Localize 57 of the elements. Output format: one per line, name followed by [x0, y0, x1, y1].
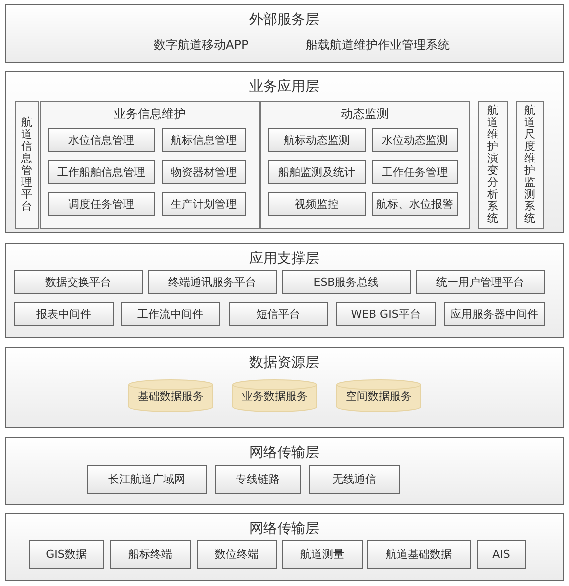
module-box: 船舶监测及统计	[268, 160, 366, 184]
module-box: 航道基础数据	[367, 540, 471, 569]
module-box: 专线链路	[215, 465, 301, 494]
layer-panel	[5, 347, 564, 428]
module-box: 无线通信	[309, 465, 400, 494]
system-panel	[478, 101, 508, 229]
module-box: 视频监控	[268, 192, 366, 216]
module-box: 生产计划管理	[162, 192, 246, 216]
system-panel	[15, 101, 39, 229]
layer-panel	[5, 4, 564, 63]
module-box: GIS数据	[29, 540, 104, 569]
module-box: 航道测量	[282, 540, 363, 569]
layer-title: 数据资源层	[250, 354, 320, 372]
service-label: 船载航道维护作业管理系统	[306, 37, 450, 54]
cylinder-label: 空间数据服务	[346, 388, 412, 404]
layer-panel	[5, 437, 564, 505]
cylinder-label: 基础数据服务	[138, 388, 204, 404]
layer-title: 外部服务层	[250, 11, 320, 29]
module-box: 报表中间件	[14, 302, 114, 326]
module-box: 水位动态监测	[372, 128, 458, 152]
module-box: ESB服务总线	[282, 270, 411, 294]
module-box: 长江航道广域网	[87, 465, 207, 494]
module-box: 终端通讯服务平台	[148, 270, 277, 294]
layer-panel	[5, 243, 564, 338]
module-box: 工作流中间件	[121, 302, 220, 326]
module-box: 水位信息管理	[48, 128, 155, 152]
cylinder-label: 业务数据服务	[242, 388, 308, 404]
module-box: 航标、水位报警	[372, 192, 458, 216]
vertical-label: 航道信息管理平台	[21, 117, 33, 213]
module-box: AIS	[477, 540, 526, 569]
module-box: 航标动态监测	[268, 128, 366, 152]
module-box: 船标终端	[110, 540, 191, 569]
system-panel	[516, 101, 544, 229]
module-box: 航标信息管理	[162, 128, 246, 152]
layer-title: 业务应用层	[250, 78, 320, 96]
layer-title: 网络传输层	[250, 444, 320, 462]
service-label: 数字航道移动APP	[154, 37, 249, 54]
group-panel	[40, 101, 260, 229]
layer-panel	[5, 71, 564, 233]
group-title: 业务信息维护	[114, 106, 186, 123]
vertical-label: 航道维护演变分析系统	[487, 105, 499, 225]
module-box: 物资器材管理	[162, 160, 246, 184]
module-box: 工作船舶信息管理	[48, 160, 155, 184]
module-box: 工作任务管理	[372, 160, 458, 184]
layer-panel	[5, 513, 564, 581]
module-box: 短信平台	[229, 302, 328, 326]
vertical-label: 航道尺度维护监测系统	[524, 105, 536, 225]
module-box: 数据交换平台	[14, 270, 143, 294]
module-box: 数位终端	[197, 540, 277, 569]
module-box: 应用服务器中间件	[444, 302, 545, 326]
module-box: 统一用户管理平台	[416, 270, 545, 294]
layer-title: 网络传输层	[250, 520, 320, 538]
group-title: 动态监测	[341, 106, 389, 123]
module-box: 调度任务管理	[48, 192, 155, 216]
group-panel	[260, 101, 470, 229]
module-box: WEB GIS平台	[336, 302, 436, 326]
layer-title: 应用支撑层	[250, 250, 320, 268]
